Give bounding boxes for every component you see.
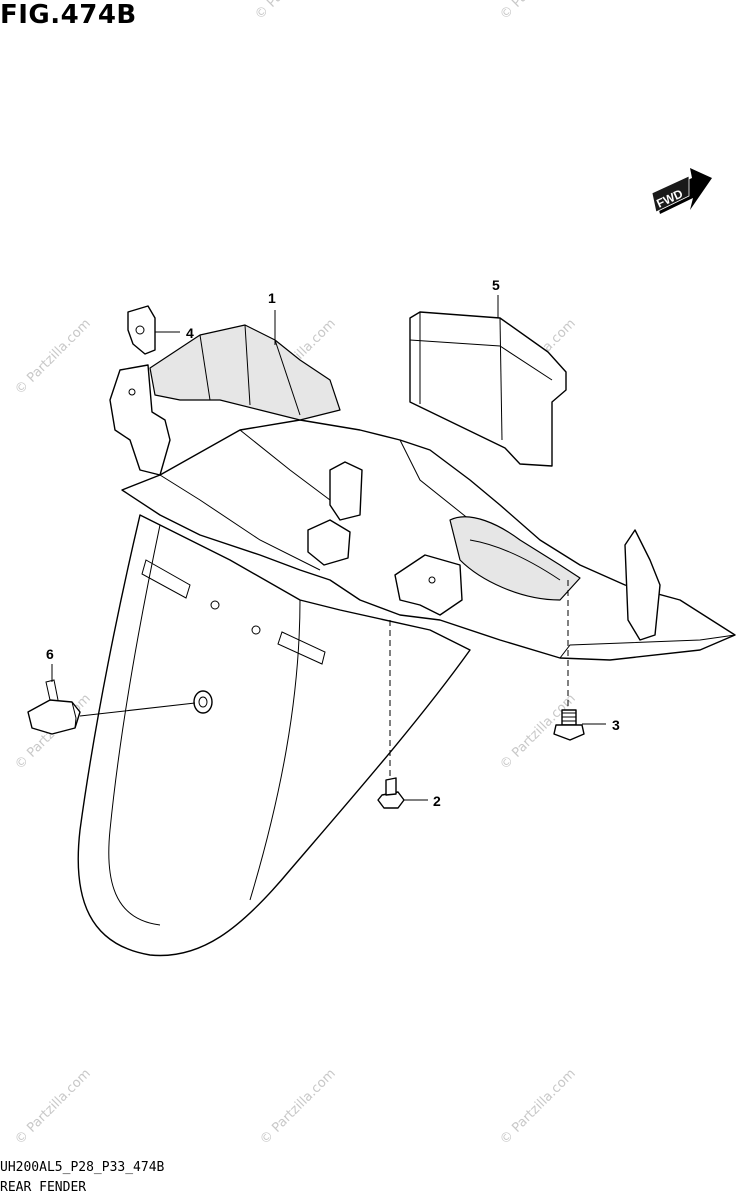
part-1-rear-fender	[77, 324, 736, 957]
callout-part-1[interactable]: 1	[268, 290, 276, 306]
watermark-bottom-1: © Partzilla.com	[12, 1066, 94, 1148]
part-4-clip-nut	[127, 305, 156, 355]
callout-part-3[interactable]: 3	[612, 717, 620, 733]
callout-part-2[interactable]: 2	[433, 793, 441, 809]
part-6-rubber-cushion	[27, 679, 196, 735]
callout-part-5[interactable]: 5	[492, 277, 500, 293]
part-5-cover-panel	[409, 311, 567, 467]
watermark-bottom-2: © Partzilla.com	[257, 1066, 339, 1148]
watermark-row2-1: © Partzilla.com	[12, 316, 94, 398]
watermark-bottom-3: © Partzilla.com	[497, 1066, 579, 1148]
watermark-top-1: © Partzilla.com	[252, 0, 334, 23]
fwd-arrow-icon: FWD	[651, 168, 712, 214]
diagram-code: UH200AL5_P28_P33_474B	[0, 1160, 165, 1175]
part-2-push-rivet	[377, 777, 405, 809]
figure-title: FIG.474B	[0, 0, 137, 30]
watermark-top-2: © Partzilla.com	[497, 0, 579, 23]
callout-part-4[interactable]: 4	[186, 325, 194, 341]
callout-part-6[interactable]: 6	[46, 646, 54, 662]
section-name: REAR FENDER	[0, 1180, 87, 1195]
part-3-bolt	[553, 709, 585, 741]
